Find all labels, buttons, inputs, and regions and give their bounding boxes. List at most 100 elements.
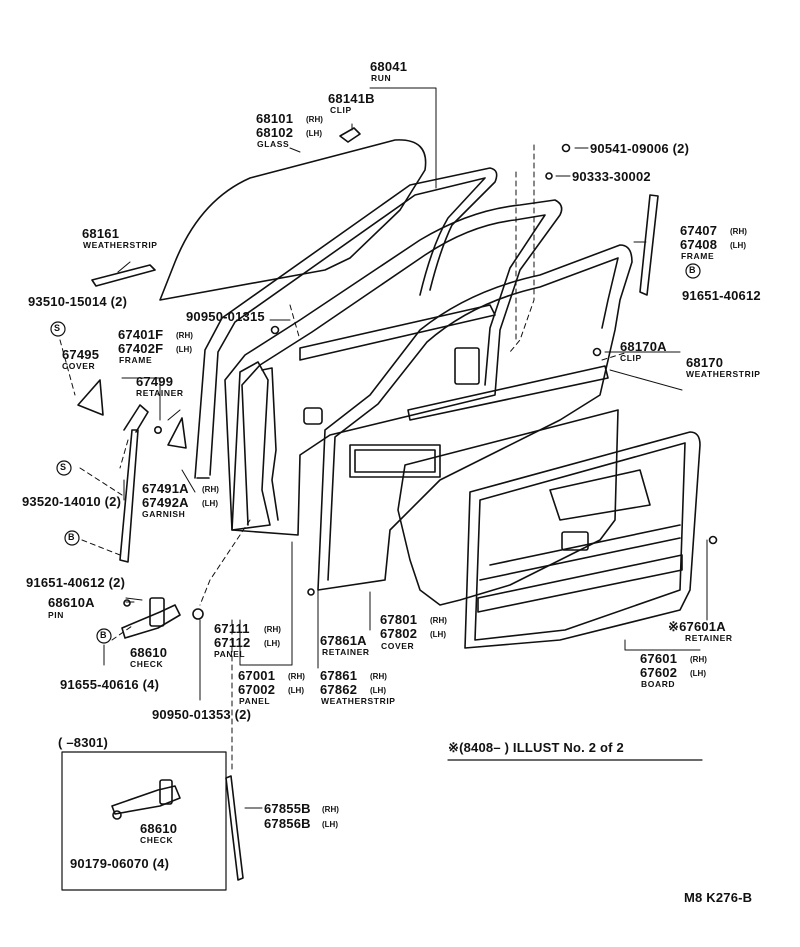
part-name-check: CHECK [130, 659, 164, 669]
weatherstrip-68170 [407, 365, 609, 421]
part-number-91655: 91655-40616 (4) [60, 677, 160, 692]
mark-s-1: S [54, 323, 61, 333]
part-number-weatherstrip-68170: 68170 [686, 355, 724, 370]
part-number-garnish-rh: 67491A [142, 481, 189, 496]
part-number-91651-2: 91651-40612 (2) [26, 575, 126, 590]
illust-note: ※(8408– ) ILLUST No. 2 of 2 [448, 740, 624, 755]
mark-b-1: B [68, 532, 75, 542]
cover-67495 [77, 379, 104, 416]
part-name-cover: COVER [381, 641, 415, 651]
mark-b-2: B [100, 630, 107, 640]
part-number-panel2-lh: 67002 [238, 682, 276, 697]
rh-tag-frame2: (RH) [730, 227, 747, 236]
part-number-retainer-67601A: ※67601A [668, 619, 726, 634]
rh-tag-cover: (RH) [430, 616, 447, 625]
part-name-frame: FRAME [119, 355, 153, 365]
part-name-weatherstrip-67861: WEATHERSTRIP [321, 696, 396, 706]
part-number-weatherstrip-lh: 67862 [320, 682, 358, 697]
part-name-pin: PIN [48, 610, 64, 620]
part-number-board-lh: 67602 [640, 665, 678, 680]
rh-tag-moulding: (RH) [322, 805, 339, 814]
rh-tag-frame: (RH) [176, 331, 193, 340]
part-number-run: 68041 [370, 59, 408, 74]
part-number-clip-68170A: 68170A [620, 339, 667, 354]
part-number-garnish-lh: 67492A [142, 495, 189, 510]
part-number-cover-rh: 67801 [380, 612, 418, 627]
circle-marks [50, 263, 701, 644]
door-glass [159, 139, 427, 301]
part-number-moulding-rh: 67855B [264, 801, 311, 816]
part-number-frame2-lh: 67408 [680, 237, 718, 252]
part-number-clip: 68141B [328, 91, 375, 106]
rh-tag-panel2: (RH) [288, 672, 305, 681]
garnish-67491A [167, 417, 187, 449]
part-name-run: RUN [371, 73, 392, 83]
part-number-frame-rh: 67401F [118, 327, 164, 342]
part-number-retainer-67861A: 67861A [320, 633, 367, 648]
lh-tag-panel1: (LH) [264, 639, 280, 648]
clip-68141B [339, 127, 361, 143]
part-number-weatherstrip-68161: 68161 [82, 226, 120, 241]
part-number-panel2-rh: 67001 [238, 668, 276, 683]
part-number-93510: 93510-15014 (2) [28, 294, 128, 309]
mark-b-3: B [689, 265, 696, 275]
rh-tag-board: (RH) [690, 655, 707, 664]
part-number-93520: 93520-14010 (2) [22, 494, 122, 509]
part-number-glass-lh: 68102 [256, 125, 294, 140]
part-number-91651-40612: 91651-40612 [682, 288, 761, 303]
weatherstrip-68161 [91, 264, 156, 287]
part-name-retainer-67861A: RETAINER [322, 647, 370, 657]
part-name-glass: GLASS [257, 139, 290, 149]
part-number-frame2-rh: 67407 [680, 223, 718, 238]
inset-part-number-bolt: 90179-06070 (4) [70, 856, 170, 871]
part-number-check: 68610 [130, 645, 168, 660]
moulding-67855B [225, 775, 244, 881]
part-number-90333: 90333-30002 [572, 169, 651, 184]
lh-tag-garnish: (LH) [202, 499, 218, 508]
part-name-board: BOARD [641, 679, 676, 689]
part-number-panel1-rh: 67111 [214, 621, 250, 636]
part-name-cover-67495: COVER [62, 361, 96, 371]
frame-67407 [639, 194, 659, 296]
inner-panel [231, 361, 271, 531]
inset-range: ( –8301) [58, 735, 109, 750]
door-check-68610 [121, 604, 181, 639]
lh-tag-ws2: (LH) [370, 686, 386, 695]
part-number-pin: 68610A [48, 595, 95, 610]
part-name-retainer-67499: RETAINER [136, 388, 184, 398]
part-number-90950-01315: 90950-01315 [186, 309, 265, 324]
part-name-clip-68170A: CLIP [620, 353, 642, 363]
mark-s-2: S [60, 462, 67, 472]
part-number-frame-lh: 67402F [118, 341, 164, 356]
part-number-weatherstrip-rh: 67861 [320, 668, 358, 683]
front-frame-67401F [119, 429, 139, 563]
part-number-board-rh: 67601 [640, 651, 678, 666]
inset-box [61, 751, 227, 891]
rh-tag: (RH) [306, 115, 323, 124]
part-name-clip: CLIP [330, 105, 352, 115]
part-number-cover-67495: 67495 [62, 347, 100, 362]
part-name-weatherstrip-68170: WEATHERSTRIP [686, 369, 761, 379]
door-weatherstrip-loop [317, 244, 633, 591]
part-name-garnish: GARNISH [142, 509, 186, 519]
inset-part-name-check: CHECK [140, 835, 174, 845]
part-number-moulding-lh: 67856B [264, 816, 311, 831]
part-number-90950-01353: 90950-01353 (2) [152, 707, 252, 722]
door-panel-outer [224, 199, 563, 536]
page-code: M8 K276-B [684, 890, 753, 905]
part-number-90541: 90541-09006 (2) [590, 141, 690, 156]
lh-tag-board: (LH) [690, 669, 706, 678]
part-name-retainer-67601A: RETAINER [685, 633, 733, 643]
part-number-glass-rh: 68101 [256, 111, 294, 126]
glass-run-channel [194, 167, 498, 479]
part-number-cover-lh: 67802 [380, 626, 418, 641]
door-cover [397, 409, 619, 606]
part-number-retainer-67499: 67499 [136, 374, 174, 389]
rh-tag-panel1: (RH) [264, 625, 281, 634]
rh-tag-garnish: (RH) [202, 485, 219, 494]
lh-tag-frame: (LH) [176, 345, 192, 354]
part-name-weatherstrip-68161: WEATHERSTRIP [83, 240, 158, 250]
part-number-panel1-lh: 67112 [214, 635, 251, 650]
